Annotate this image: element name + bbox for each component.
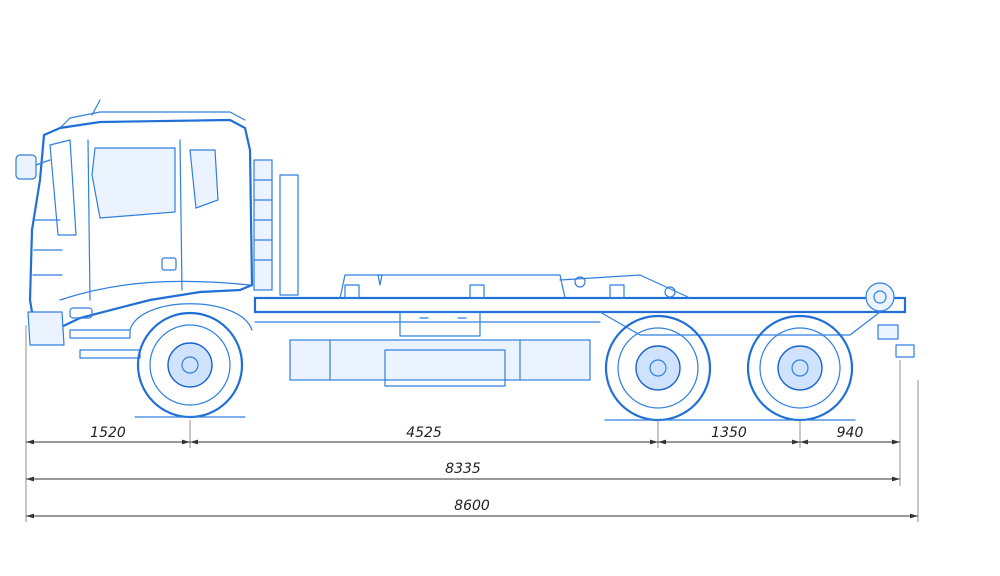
dim-front-overhang: 1520 <box>90 425 126 441</box>
dim-overall-length: 8600 <box>454 498 490 514</box>
dimension-labels: 1520 4525 1350 940 8335 8600 <box>90 425 863 514</box>
dim-total-wheelbase: 8335 <box>445 461 481 477</box>
hooklift-body <box>339 274 915 358</box>
chassis-frame <box>253 296 907 387</box>
truck-drawing <box>15 99 915 422</box>
dim-wheelbase: 4525 <box>406 425 442 441</box>
dim-rear-overhang: 940 <box>837 425 864 441</box>
dim-tandem-spacing: 1350 <box>711 425 747 441</box>
exhaust-stack <box>253 159 299 296</box>
dimension-lines <box>25 325 919 522</box>
front-wheel-arch <box>129 303 253 331</box>
truck-cab <box>15 99 254 359</box>
rear-wheel-1 <box>604 314 712 422</box>
rear-wheel-2 <box>746 314 854 422</box>
front-wheel <box>136 311 244 419</box>
